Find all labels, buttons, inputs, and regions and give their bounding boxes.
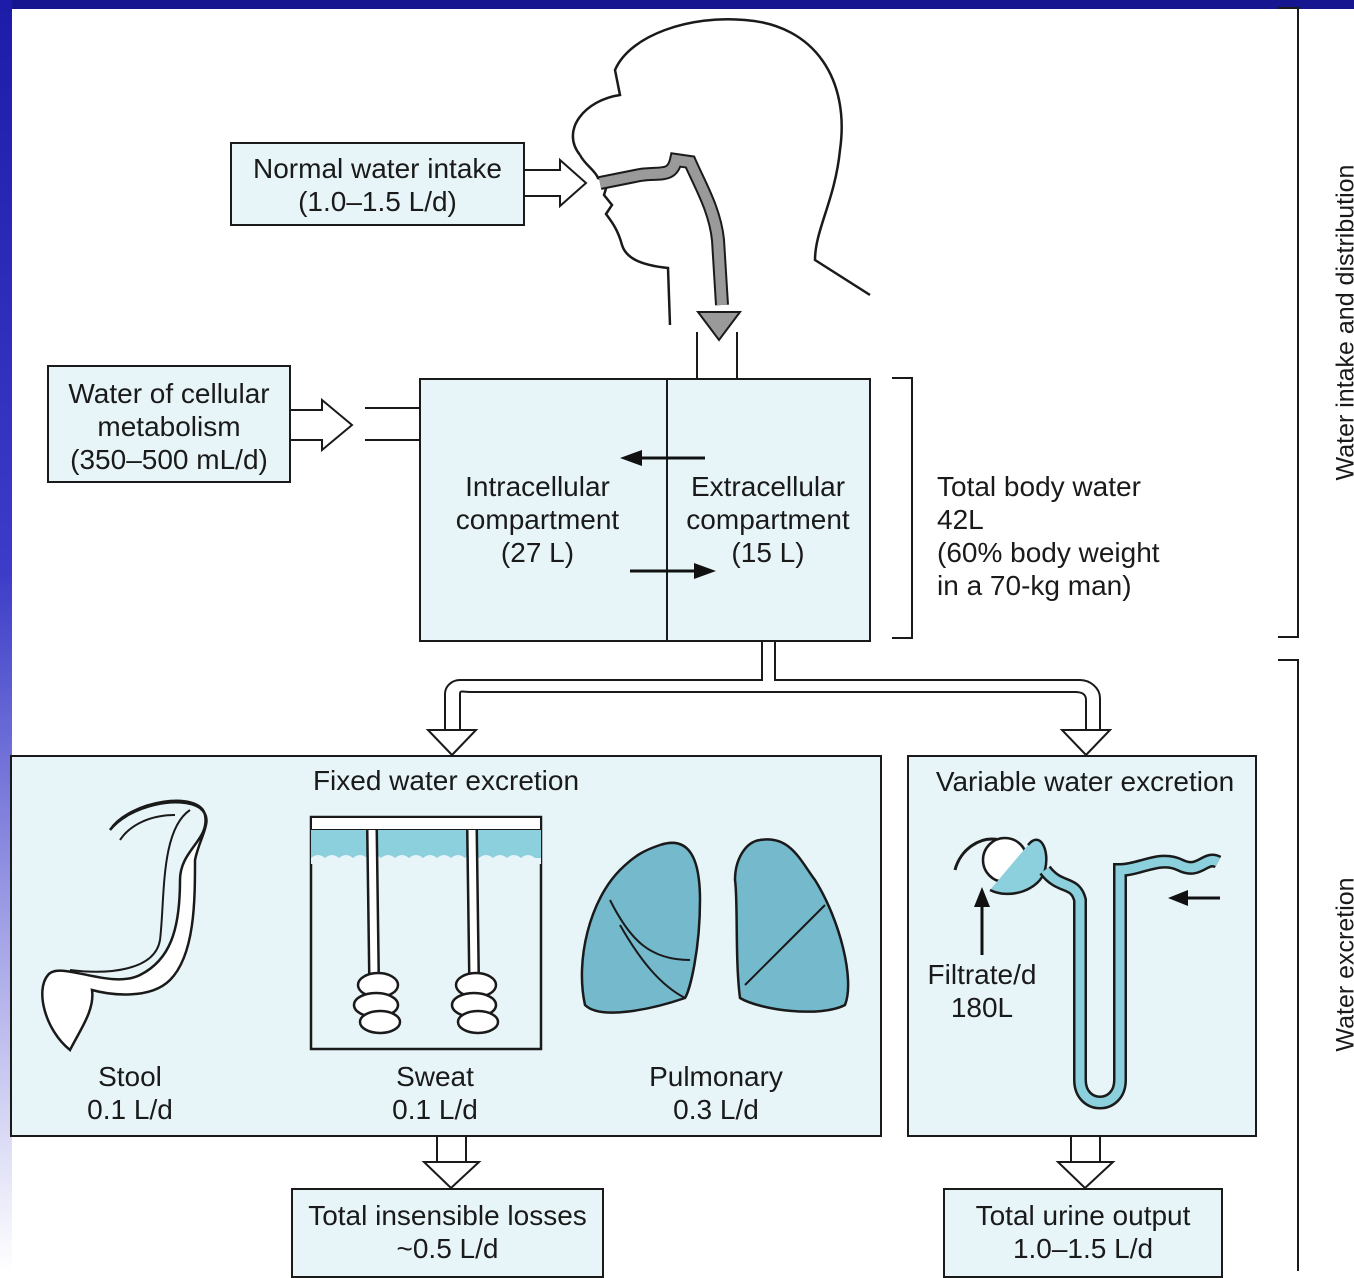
filtrate-line1: Filtrate/d bbox=[912, 958, 1052, 991]
insensible-label: Total insensible losses ~0.5 L/d bbox=[291, 1199, 604, 1265]
water-excretion-label: Water excretion bbox=[1332, 865, 1354, 1065]
intake-distribution-label: Water intake and distribution bbox=[1332, 153, 1354, 493]
filtrate-label: Filtrate/d 180L bbox=[912, 958, 1052, 1024]
insensible-line2: ~0.5 L/d bbox=[291, 1232, 604, 1265]
urine-label: Total urine output 1.0–1.5 L/d bbox=[943, 1199, 1223, 1265]
filtrate-line2: 180L bbox=[912, 991, 1052, 1024]
urine-line1: Total urine output bbox=[943, 1199, 1223, 1232]
urine-line2: 1.0–1.5 L/d bbox=[943, 1232, 1223, 1265]
insensible-line1: Total insensible losses bbox=[291, 1199, 604, 1232]
